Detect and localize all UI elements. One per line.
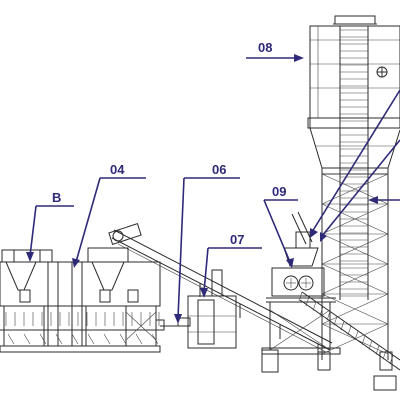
callout-label-06: 06 [212,162,226,177]
belt-feeder-unit [155,269,237,349]
callout-08: 08 [246,40,304,62]
silo-tower [261,15,400,373]
callout-label-08: 08 [258,40,272,55]
callout-07: 07 [200,232,262,298]
callout-label-b: B [52,190,61,205]
callout-label-04: 04 [110,162,125,177]
inclined-belt-conveyor [108,223,333,358]
twin-shaft-mixer [261,211,341,355]
screw-conveyor [298,291,400,391]
callout-09: 09 [263,184,298,268]
tower-trestle-bracing [321,173,389,355]
callout-04: 04 [72,162,146,268]
callout-label-09: 09 [272,184,286,199]
tower-ladder-rungs [340,29,368,297]
callout-label-07: 07 [230,232,244,247]
callout-b: B [26,190,74,262]
aggregate-batcher-bins [0,247,161,353]
callout-06: 06 [174,162,240,324]
callout-leaders-right [310,89,400,242]
